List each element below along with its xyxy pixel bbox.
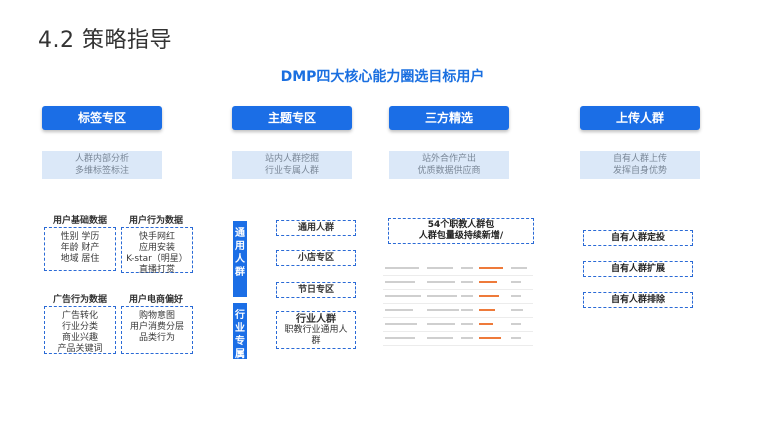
- desc-upload: 自有人群上传 发挥自身优势: [580, 151, 700, 179]
- industry-desc-line: 职教行业通用人: [284, 325, 348, 335]
- group-title-ad: 广告行为数据: [52, 295, 107, 305]
- table-row: [383, 318, 533, 332]
- theme-item-shop[interactable]: 小店专区: [276, 250, 356, 266]
- group-item: 直播打赏: [138, 265, 175, 275]
- column-third-party[interactable]: 三方精选: [389, 106, 509, 130]
- group-item: 广告转化: [61, 311, 98, 321]
- group-item: 年龄 财产: [60, 243, 100, 253]
- vbar-char: 专: [235, 336, 245, 347]
- upload-item-targeting[interactable]: 自有人群定投: [583, 230, 693, 246]
- industry-crowd-label: 行 业 专 属: [233, 303, 247, 360]
- desc-line: 人群内部分析: [74, 154, 129, 164]
- column-theme-zone[interactable]: 主题专区: [232, 106, 352, 130]
- column-tag-zone[interactable]: 标签专区: [42, 106, 162, 130]
- column-upload[interactable]: 上传人群: [580, 106, 700, 130]
- theme-item-general[interactable]: 通用人群: [276, 220, 356, 236]
- group-item: 行业分类: [61, 322, 98, 332]
- group-item: 购物意图: [138, 311, 175, 321]
- vbar-char: 用: [235, 241, 245, 252]
- package-table: [383, 262, 533, 346]
- group-box-basic: 性别 学历 年龄 财产 地域 居住: [44, 227, 116, 271]
- industry-title: 行业人群: [296, 314, 336, 325]
- group-box-behavior: 快手网红 应用安装 K-star（明星） 直播打赏: [121, 227, 193, 275]
- group-box-ad: 广告转化 行业分类 商业兴趣 产品关键词: [44, 306, 116, 354]
- industry-desc-line: 群: [311, 336, 321, 346]
- upload-item-expansion[interactable]: 自有人群扩展: [583, 261, 693, 277]
- table-row: [383, 304, 533, 318]
- group-item: 品类行为: [138, 333, 175, 343]
- desc-line: 站内人群挖掘: [264, 154, 319, 164]
- table-row: [383, 262, 533, 276]
- desc-line: 优质数据供应商: [417, 166, 481, 176]
- table-row: [383, 332, 533, 346]
- desc-line: 多维标签标注: [74, 166, 129, 176]
- upload-item-exclusion[interactable]: 自有人群排除: [583, 292, 693, 308]
- table-row: [383, 276, 533, 290]
- package-line: 人群包量级持续新增/: [418, 231, 504, 241]
- vbar-char: 属: [235, 349, 245, 360]
- desc-line: 发挥自身优势: [612, 166, 667, 176]
- group-item: 应用安装: [138, 243, 175, 253]
- group-item: 性别 学历: [60, 232, 100, 242]
- main-title: DMP四大核心能力圈选目标用户: [280, 69, 485, 85]
- theme-item-industry[interactable]: 行业人群 职教行业通用人 群: [276, 311, 356, 349]
- desc-theme-zone: 站内人群挖掘 行业专属人群: [232, 151, 352, 179]
- group-item: 地域 居住: [60, 254, 100, 264]
- desc-tag-zone: 人群内部分析 多维标签标注: [42, 151, 162, 179]
- theme-item-festival[interactable]: 节日专区: [276, 282, 356, 298]
- desc-line: 站外合作产出: [421, 154, 476, 164]
- group-box-ecommerce: 购物意图 用户消费分层 品类行为: [121, 306, 193, 354]
- group-title-behavior: 用户行为数据: [128, 216, 183, 226]
- general-crowd-label: 通 用 人 群: [233, 221, 247, 297]
- vbar-char: 人: [235, 254, 245, 265]
- vbar-char: 行: [235, 310, 245, 321]
- vbar-char: 业: [235, 323, 245, 334]
- desc-line: 行业专属人群: [264, 166, 319, 176]
- vbar-char: 通: [235, 228, 245, 239]
- group-title-basic: 用户基础数据: [52, 216, 107, 226]
- group-item: 产品关键词: [57, 344, 103, 354]
- group-item: 商业兴趣: [61, 333, 98, 343]
- package-summary: 54个职教人群包 人群包量级持续新增/: [388, 218, 534, 244]
- group-item: 用户消费分层: [129, 322, 184, 332]
- group-item: 快手网红: [138, 232, 175, 242]
- table-row: [383, 290, 533, 304]
- desc-third-party: 站外合作产出 优质数据供应商: [389, 151, 509, 179]
- section-title: 4.2 策略指导: [38, 28, 172, 53]
- desc-line: 自有人群上传: [612, 154, 667, 164]
- vbar-char: 群: [235, 267, 245, 278]
- group-item: K-star（明星）: [126, 254, 188, 264]
- package-line: 54个职教人群包: [427, 220, 495, 230]
- group-title-ecommerce: 用户电商偏好: [128, 295, 183, 305]
